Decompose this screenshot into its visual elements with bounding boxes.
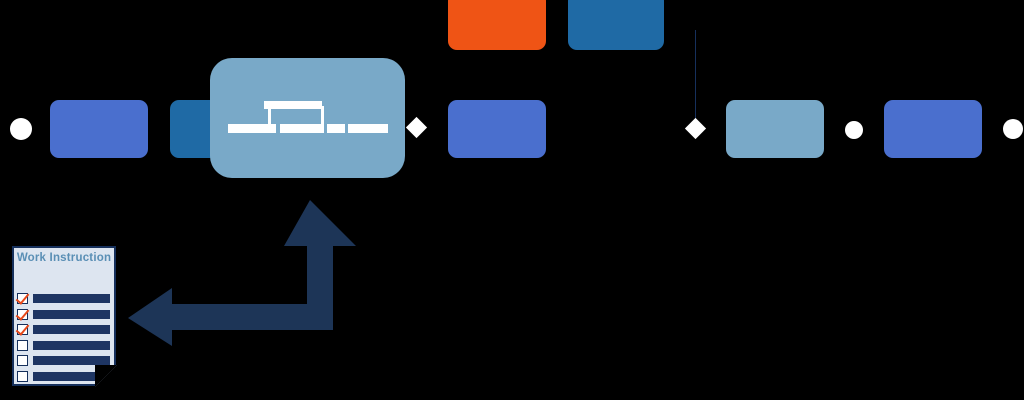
work-instruction-document[interactable]: Work Instruction	[12, 246, 117, 387]
checkbox-checked-icon[interactable]	[17, 293, 28, 304]
mini-flow-segment-1	[228, 124, 276, 133]
list-item[interactable]	[17, 354, 111, 367]
magnified-step-panel[interactable]	[210, 58, 405, 178]
junction-circle	[845, 121, 863, 139]
end-node-circle	[1003, 119, 1023, 139]
checkbox-checked-icon[interactable]	[17, 308, 28, 320]
list-item-text-bar	[32, 339, 111, 351]
list-item[interactable]	[17, 308, 111, 321]
step-box-1[interactable]	[50, 100, 148, 158]
step-box-top-blue[interactable]	[568, 0, 664, 50]
list-item[interactable]	[17, 292, 111, 305]
checkbox-empty-icon[interactable]	[17, 339, 28, 351]
list-item[interactable]	[17, 323, 111, 336]
list-item-text-bar	[32, 293, 111, 304]
mini-flow-riser-top	[264, 101, 322, 109]
page-fold-corner-icon	[95, 365, 117, 387]
work-instruction-checklist	[17, 292, 111, 386]
mini-flow-riser	[268, 106, 324, 128]
step-box-top-orange[interactable]	[448, 0, 546, 50]
checkbox-empty-icon[interactable]	[17, 370, 28, 382]
work-instruction-title: Work Instruction	[16, 252, 112, 264]
mini-flow-segment-2	[280, 124, 324, 133]
callout-leader-line	[695, 30, 697, 120]
list-item-text-bar	[32, 355, 111, 367]
milestone-diamond-1	[405, 116, 428, 139]
checkbox-empty-icon[interactable]	[17, 355, 28, 367]
milestone-diamond-2	[684, 117, 707, 140]
mini-flow-segment-4	[348, 124, 388, 133]
list-item-text-bar	[32, 324, 111, 336]
checkbox-checked-icon[interactable]	[17, 324, 28, 336]
step-box-5[interactable]	[884, 100, 982, 158]
feedback-elbow-arrow	[126, 194, 358, 346]
step-box-3[interactable]	[448, 100, 546, 158]
mini-flow-segment-3	[327, 124, 345, 133]
list-item-text-bar	[32, 308, 111, 320]
step-box-4[interactable]	[726, 100, 824, 158]
list-item[interactable]	[17, 339, 111, 352]
start-node-circle	[10, 118, 32, 140]
